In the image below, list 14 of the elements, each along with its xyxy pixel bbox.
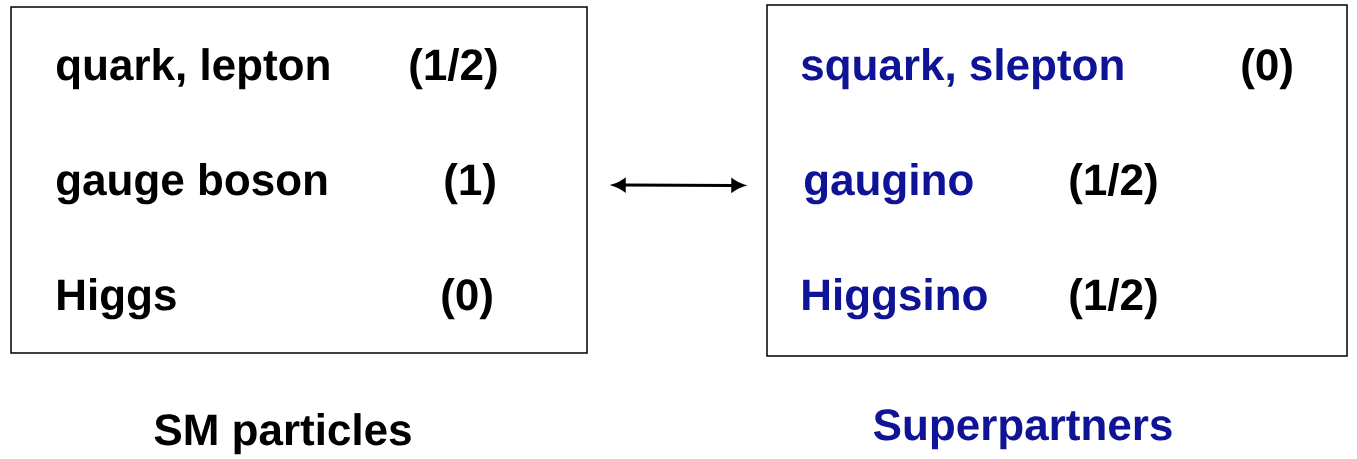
particle-name: quark, lepton: [57, 48, 329, 90]
particle-name: Higgsino: [803, 278, 987, 320]
spin-value: (1/2): [410, 48, 497, 90]
particle-name: gaugino: [805, 163, 973, 205]
spin-value: (0): [442, 278, 492, 320]
box-heading: Superpartners: [873, 409, 1172, 450]
particle-name: gauge boson: [57, 163, 327, 205]
spin-value: (1/2): [1070, 163, 1157, 205]
particle-name: Higgs: [58, 278, 176, 320]
particle-name: squark, slepton: [801, 48, 1123, 90]
spin-value: (1): [445, 163, 495, 205]
spin-value: (1/2): [1070, 278, 1157, 320]
spin-value: (0): [1242, 48, 1292, 90]
box-heading: SM particles: [154, 413, 411, 455]
